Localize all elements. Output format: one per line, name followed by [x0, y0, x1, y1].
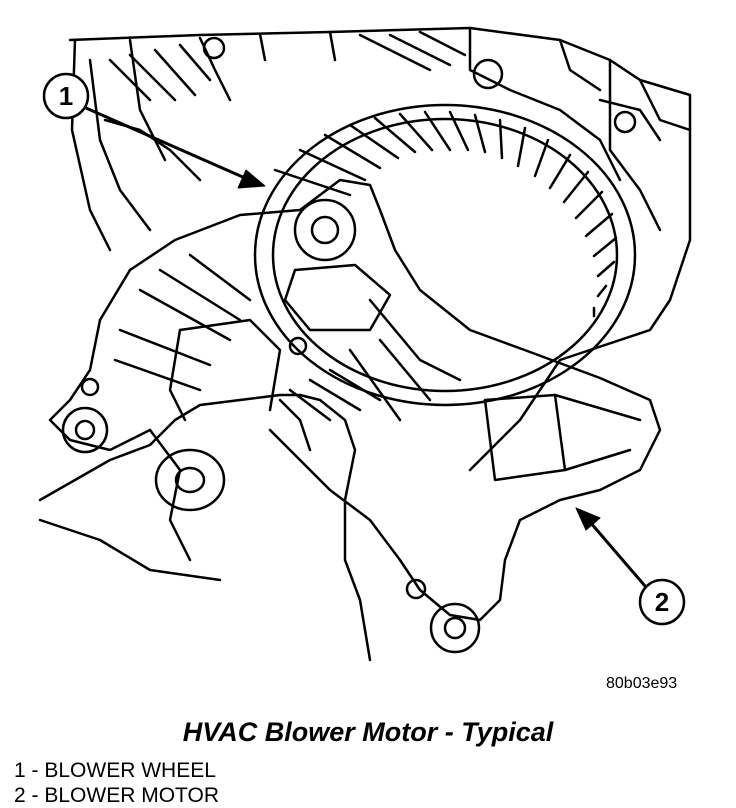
blower-motor-illustration: 1 2: [38, 26, 692, 662]
legend-item: 1 - BLOWER WHEEL: [14, 758, 219, 783]
legend-label: BLOWER MOTOR: [44, 784, 219, 807]
callout-2-number: 2: [655, 587, 669, 617]
callout-1-number: 1: [59, 81, 73, 111]
legend-number: 2: [14, 784, 26, 807]
legend-label: BLOWER WHEEL: [44, 759, 216, 782]
callout-2: 2: [575, 507, 686, 626]
legend-separator: -: [31, 784, 39, 807]
blower-wheel: [253, 103, 637, 407]
figure-code: 80b03e93: [606, 675, 678, 692]
hand: [38, 318, 372, 662]
blower-motor: [48, 178, 662, 654]
callout-1: 1: [42, 72, 266, 189]
legend-separator: -: [31, 759, 39, 782]
figure-caption: HVAC Blower Motor - Typical: [182, 717, 554, 747]
legend-item: 2 - BLOWER MOTOR: [14, 783, 219, 808]
legend: 1 - BLOWER WHEEL 2 - BLOWER MOTOR: [14, 758, 219, 808]
legend-number: 1: [14, 759, 26, 782]
